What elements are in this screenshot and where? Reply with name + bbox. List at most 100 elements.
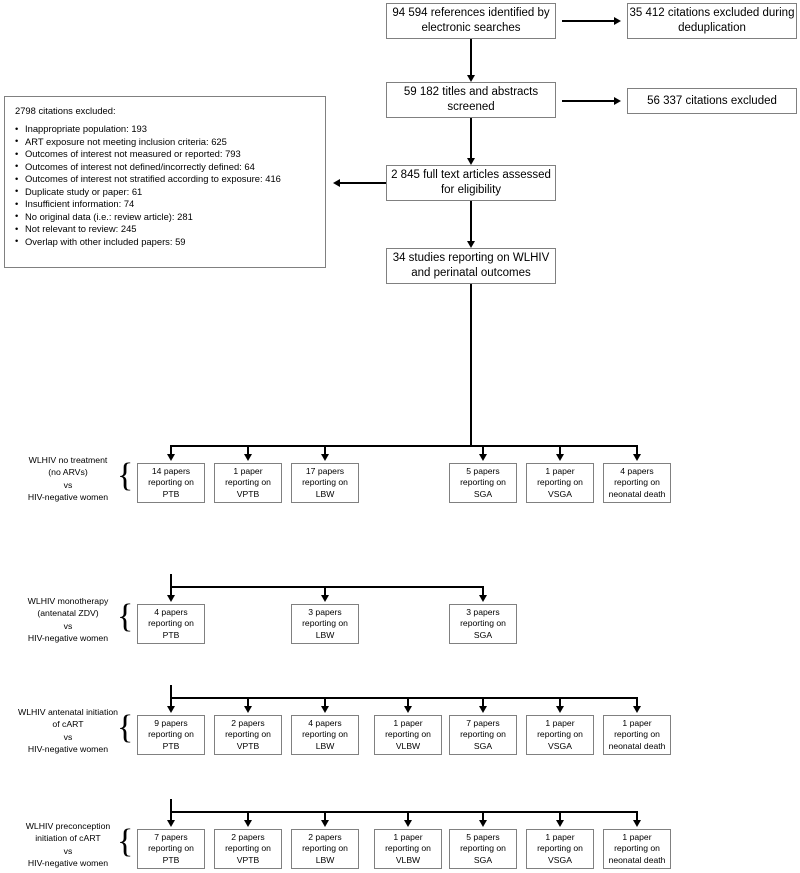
outcome-box: 3 papers reporting on SGA — [449, 604, 517, 644]
arrow-down-icon — [632, 454, 641, 461]
outcome-box: 17 papers reporting on LBW — [291, 463, 359, 503]
group-distribution-bar — [170, 697, 638, 699]
arrow-down-icon — [403, 706, 412, 713]
exclusion-item: Outcomes of interest not measured or rep… — [15, 149, 315, 159]
exclusion-item: Inappropriate population: 193 — [15, 124, 315, 134]
outcome-box: 3 papers reporting on LBW — [291, 604, 359, 644]
outcome-box: 1 paper reporting on VLBW — [374, 715, 442, 755]
exclusion-panel-title: 2798 citations excluded: — [15, 105, 116, 116]
arrow-down-icon — [555, 706, 564, 713]
main-trunk-line — [470, 284, 472, 446]
group-distribution-bar — [170, 586, 484, 588]
group-branch-line — [170, 697, 172, 706]
box-screened: 59 182 titles and abstracts screened — [386, 82, 556, 118]
outcome-box: 2 papers reporting on LBW — [291, 829, 359, 869]
arrow-down-icon — [466, 75, 475, 82]
outcome-box: 1 paper reporting on neonatal death — [603, 829, 671, 869]
group-branch-line — [324, 445, 326, 454]
group-branch-line — [247, 697, 249, 706]
outcome-box: 1 paper reporting on VSGA — [526, 829, 594, 869]
group-branch-line — [324, 586, 326, 595]
box-included-studies: 34 studies reporting on WLHIV and perina… — [386, 248, 556, 284]
group-branch-line — [482, 697, 484, 706]
exclusion-item: Not relevant to review: 245 — [15, 224, 315, 234]
arrow-down-icon — [243, 820, 252, 827]
connector-fulltext-to-exclusions — [340, 182, 386, 184]
exclusion-item: ART exposure not meeting inclusion crite… — [15, 136, 315, 146]
group-label: WLHIV antenatal initiation of cART vs HI… — [18, 707, 118, 755]
arrow-down-icon — [555, 820, 564, 827]
outcome-box: 4 papers reporting on PTB — [137, 604, 205, 644]
exclusion-item: Outcomes of interest not defined/incorre… — [15, 161, 315, 171]
group-brace: { — [117, 709, 134, 746]
group-branch-line — [407, 697, 409, 706]
arrow-down-icon — [166, 820, 175, 827]
arrow-down-icon — [555, 454, 564, 461]
exclusion-item: Outcomes of interest not stratified acco… — [15, 174, 315, 184]
group-branch-line — [170, 586, 172, 595]
group-label: WLHIV preconception initiation of cART v… — [25, 821, 111, 869]
group-branch-line — [482, 811, 484, 820]
connector-screened-to-screening-excluded — [562, 100, 614, 102]
arrow-left-icon — [333, 178, 340, 187]
group-brace: { — [117, 457, 134, 494]
exclusion-item: Overlap with other included papers: 59 — [15, 236, 315, 246]
arrow-down-icon — [478, 706, 487, 713]
group-branch-line — [324, 811, 326, 820]
outcome-box: 7 papers reporting on PTB — [137, 829, 205, 869]
outcome-box: 4 papers reporting on neonatal death — [603, 463, 671, 503]
box-deduplication-excluded: 35 412 citations excluded during dedupli… — [627, 3, 797, 39]
outcome-box: 14 papers reporting on PTB — [137, 463, 205, 503]
group-label: WLHIV monotherapy (antenatal ZDV) vs HIV… — [27, 596, 109, 644]
group-branch-line — [407, 811, 409, 820]
group-brace: { — [117, 823, 134, 860]
group-branch-line — [324, 697, 326, 706]
group-branch-line — [559, 445, 561, 454]
group-branch-line — [636, 445, 638, 454]
group-brace: { — [117, 598, 134, 635]
outcome-box: 1 paper reporting on VSGA — [526, 463, 594, 503]
outcome-box: 7 papers reporting on SGA — [449, 715, 517, 755]
outcome-box: 1 paper reporting on neonatal death — [603, 715, 671, 755]
arrow-down-icon — [320, 820, 329, 827]
outcome-box: 5 papers reporting on SGA — [449, 463, 517, 503]
arrow-down-icon — [466, 158, 475, 165]
exclusion-item: Insufficient information: 74 — [15, 199, 315, 209]
exclusion-reasons-list: Inappropriate population: 193 ART exposu… — [15, 124, 315, 246]
outcome-box: 1 paper reporting on VLBW — [374, 829, 442, 869]
group-distribution-bar — [170, 811, 638, 813]
arrow-down-icon — [478, 595, 487, 602]
group-branch-line — [482, 586, 484, 595]
box-identification: 94 594 references identified by electron… — [386, 3, 556, 39]
arrow-down-icon — [466, 241, 475, 248]
exclusion-reasons-panel: 2798 citations excluded: Inappropriate p… — [4, 96, 326, 268]
arrow-down-icon — [320, 706, 329, 713]
arrow-down-icon — [166, 706, 175, 713]
arrow-down-icon — [320, 595, 329, 602]
exclusion-item: Duplicate study or paper: 61 — [15, 186, 315, 196]
connector-screened-to-fulltext — [470, 118, 472, 158]
outcome-box: 1 paper reporting on VSGA — [526, 715, 594, 755]
arrow-down-icon — [320, 454, 329, 461]
group-branch-line — [247, 811, 249, 820]
outcome-box: 4 papers reporting on LBW — [291, 715, 359, 755]
box-screening-excluded: 56 337 citations excluded — [627, 88, 797, 114]
outcome-box: 9 papers reporting on PTB — [137, 715, 205, 755]
arrow-right-icon — [614, 16, 621, 25]
group-distribution-bar — [170, 445, 638, 447]
arrow-right-icon — [614, 96, 621, 105]
arrow-down-icon — [478, 820, 487, 827]
arrow-down-icon — [166, 595, 175, 602]
group-branch-line — [170, 445, 172, 454]
group-branch-line — [559, 811, 561, 820]
group-branch-line — [247, 445, 249, 454]
outcome-box: 2 papers reporting on VPTB — [214, 715, 282, 755]
arrow-down-icon — [478, 454, 487, 461]
connector-fulltext-to-included — [470, 201, 472, 241]
arrow-down-icon — [243, 454, 252, 461]
group-branch-line — [482, 445, 484, 454]
connector-identification-to-dedup — [562, 20, 614, 22]
group-branch-line — [636, 811, 638, 820]
arrow-down-icon — [243, 706, 252, 713]
